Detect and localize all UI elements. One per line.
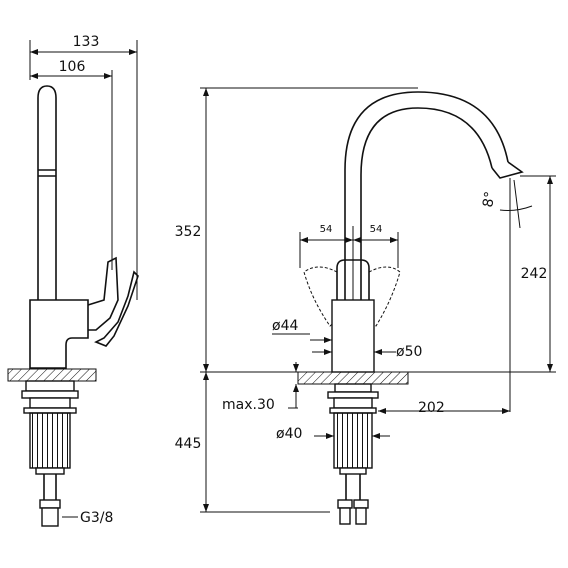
- side-washer: [21, 390, 79, 399]
- front-washer-2: [329, 407, 377, 414]
- arrow: [502, 408, 510, 414]
- front-deck-plate: [297, 371, 409, 385]
- angle-label: 8°: [480, 190, 499, 208]
- side-washer-2: [23, 407, 77, 414]
- arrow: [203, 88, 209, 96]
- dim-54-left-label: 54: [320, 224, 333, 235]
- front-threaded-shank: [333, 412, 373, 469]
- handle-left-phantom: [303, 266, 338, 327]
- spout-arc-inner: [360, 107, 493, 300]
- hose-nut: [337, 499, 353, 509]
- thread-label: G3/8: [80, 510, 113, 526]
- arrow: [203, 504, 209, 512]
- arrow: [324, 349, 332, 355]
- dim-44-label: ø44: [272, 318, 298, 334]
- arrow: [547, 364, 553, 372]
- arrow: [129, 49, 137, 55]
- dim-352-label: 352: [175, 224, 202, 240]
- arrow: [30, 73, 38, 79]
- arrow: [293, 384, 299, 392]
- angle-arc: [499, 205, 533, 211]
- arrow: [378, 408, 386, 414]
- dim-106-label: 106: [59, 59, 86, 75]
- arrow: [353, 237, 361, 243]
- spout-outlet: [491, 161, 524, 179]
- side-shank-end: [35, 467, 65, 475]
- dim-50-label: ø50: [396, 344, 422, 360]
- arrow: [326, 433, 334, 439]
- spout-arc-outer: [344, 91, 509, 300]
- side-threaded-shank: [29, 412, 71, 469]
- dim-242-label: 242: [521, 266, 548, 282]
- arrow: [345, 237, 353, 243]
- handle-right-phantom: [368, 266, 401, 327]
- arrow: [203, 364, 209, 372]
- front-body: [331, 299, 375, 373]
- dim-40-label: ø40: [276, 426, 302, 442]
- arrow: [30, 49, 38, 55]
- side-nut-2: [29, 397, 71, 409]
- hose-connector: [355, 507, 367, 525]
- hose-connector: [41, 507, 59, 527]
- arrow: [372, 433, 380, 439]
- dim-30-label: max.30: [222, 397, 275, 413]
- hose-nut: [39, 499, 61, 509]
- front-view: 352 445 8° 242 54 54: [175, 87, 556, 525]
- side-body: [29, 299, 89, 369]
- arrow: [374, 349, 382, 355]
- arrow: [203, 372, 209, 380]
- side-deck-plate: [7, 368, 97, 382]
- side-view: 133 106 G3/8: [7, 34, 139, 527]
- handle-top: [336, 259, 370, 300]
- arrow: [293, 364, 299, 372]
- dim-445-label: 445: [175, 436, 202, 452]
- dim-133-label: 133: [73, 34, 100, 50]
- hose-connector: [339, 507, 351, 525]
- side-lever: [87, 256, 119, 331]
- arrow: [104, 73, 112, 79]
- front-nut-2: [333, 397, 373, 409]
- arrow: [324, 337, 332, 343]
- hose-nut: [353, 499, 369, 509]
- spout-tube: [37, 85, 57, 300]
- side-nut: [25, 380, 75, 392]
- dim-54-right-label: 54: [370, 224, 383, 235]
- dim-202-label: 202: [418, 400, 445, 416]
- front-nut: [334, 383, 372, 393]
- front-shank-end: [339, 467, 367, 475]
- arrow: [390, 237, 398, 243]
- angle-line: [513, 179, 521, 229]
- front-washer: [327, 391, 379, 399]
- arrow: [300, 237, 308, 243]
- arrow: [547, 176, 553, 184]
- side-lever-tip: [94, 270, 139, 347]
